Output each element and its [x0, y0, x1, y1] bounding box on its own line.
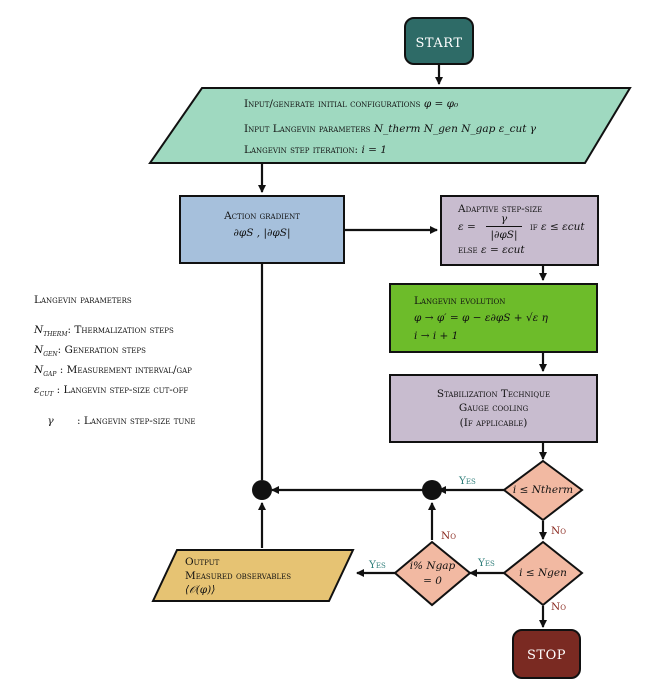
- decision-gen-text: i ≤ Ngen: [519, 567, 567, 579]
- no-label-gen: No: [551, 601, 566, 613]
- start-node: [404, 17, 474, 65]
- adaptive-numerator: γ: [500, 213, 508, 225]
- stop-node: [512, 629, 581, 679]
- stabilization-line-2: Gauge cooling: [458, 402, 529, 414]
- junction-dot-right: [422, 480, 442, 500]
- legend-item-therm: Ntherm: Thermalization steps: [34, 324, 174, 338]
- input-parallelogram: [148, 87, 632, 164]
- action-gradient-box: [179, 195, 345, 264]
- no-label-therm: No: [551, 525, 566, 537]
- stabilization-line-1: Stabilization Technique: [436, 388, 551, 400]
- adaptive-title: Adaptive step-size: [458, 203, 543, 215]
- output-line-2: Measured observables: [185, 570, 292, 582]
- stop-label: STOP: [527, 648, 566, 663]
- input-line-1: Input/generate initial configurations φ …: [244, 98, 459, 110]
- langevin-evolution-box: [389, 283, 598, 353]
- decision-therm-text: i ≤ Ntherm: [512, 484, 574, 496]
- action-gradient-title: Action gradient: [224, 210, 300, 222]
- stabilization-box: [389, 374, 598, 443]
- evolution-eq-1: φ → φ′ = φ − ε∂φS + √ε η: [414, 312, 548, 324]
- decision-gap-text-top: i% Ngap: [409, 560, 456, 572]
- input-line-3: Langevin step iteration: i = 1: [244, 144, 387, 156]
- input-line-2: Input Langevin parameters N_therm N_gen …: [244, 123, 537, 135]
- action-gradient-math: ∂φS , |∂φS|: [233, 227, 291, 239]
- adaptive-denominator: |∂φS|: [490, 229, 518, 241]
- output-line-3: ⟨𝒪(φ)⟩: [185, 584, 216, 596]
- junction-dot-left: [252, 480, 272, 500]
- legend-item-gap: Ngap : Measurement interval/gap: [34, 364, 192, 378]
- output-line-1: Output: [185, 556, 220, 568]
- yes-label-therm: Yes: [459, 475, 476, 487]
- output-parallelogram: [151, 549, 355, 602]
- start-label: START: [415, 36, 463, 51]
- adaptive-step-box: [440, 195, 599, 266]
- legend-title: Langevin parameters: [34, 294, 132, 306]
- yes-label-gap: Yes: [369, 559, 386, 571]
- evolution-eq-2: i → i + 1: [414, 330, 459, 342]
- legend-item-gamma: γ : Langevin step-size tune: [47, 414, 196, 427]
- yes-label-gen: Yes: [478, 557, 495, 569]
- decision-gap-text-bottom: = 0: [423, 575, 442, 587]
- legend-item-cut: εcut : Langevin step-size cut-off: [34, 384, 189, 398]
- adaptive-else: else ε = εcut: [458, 244, 525, 256]
- decision-therm: [502, 459, 584, 522]
- adaptive-cond: if ε ≤ εcut: [530, 221, 585, 233]
- stabilization-line-3: (If applicable): [459, 417, 528, 429]
- adaptive-eq-lhs: ε =: [458, 221, 476, 233]
- decision-gap: [393, 540, 472, 607]
- decision-gen: [502, 540, 584, 607]
- legend-item-gen: Ngen: Generation steps: [34, 344, 146, 358]
- legend-list: Ntherm: Thermalization steps Ngen: Gener…: [34, 325, 196, 446]
- no-label-gap: No: [441, 530, 456, 542]
- evolution-title: Langevin evolution: [414, 295, 506, 307]
- connectors: [258, 64, 547, 628]
- fraction-bar: [486, 226, 522, 227]
